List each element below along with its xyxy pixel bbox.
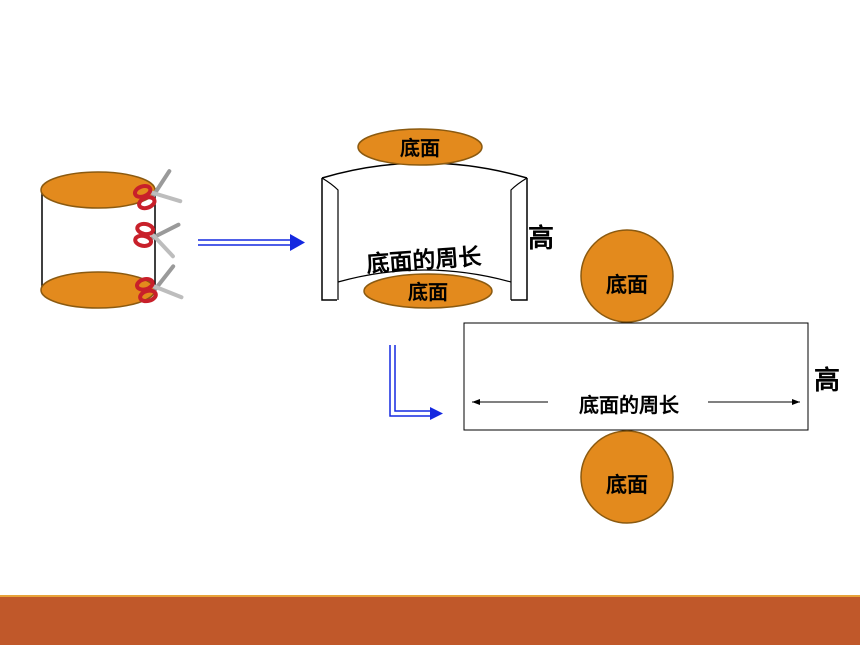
- net-top-base-circle: [580, 229, 674, 323]
- bottom-base-ellipse: [363, 273, 493, 309]
- net-circumference-label: 底面的周长: [579, 393, 680, 417]
- net-height-label: 高: [814, 365, 840, 396]
- footer-accent-line: [0, 595, 860, 598]
- down-right-arrow: [389, 345, 443, 420]
- footer-band: [0, 597, 860, 645]
- curved-height-label: 高: [528, 223, 554, 254]
- circumference-dimension-line: [472, 399, 800, 405]
- top-base-label: 底面: [400, 136, 440, 160]
- net-bottom-base-circle: [580, 430, 674, 524]
- top-base-ellipse: [357, 128, 483, 166]
- right-arrow: [198, 234, 305, 251]
- net-lateral-rectangle: [463, 322, 809, 431]
- bottom-base-label: 底面: [408, 280, 448, 304]
- cylinder: [40, 171, 156, 309]
- net-bottom-base-label: 底面: [606, 473, 648, 497]
- scissors-icon: [131, 215, 181, 259]
- net-top-base-label: 底面: [606, 273, 648, 297]
